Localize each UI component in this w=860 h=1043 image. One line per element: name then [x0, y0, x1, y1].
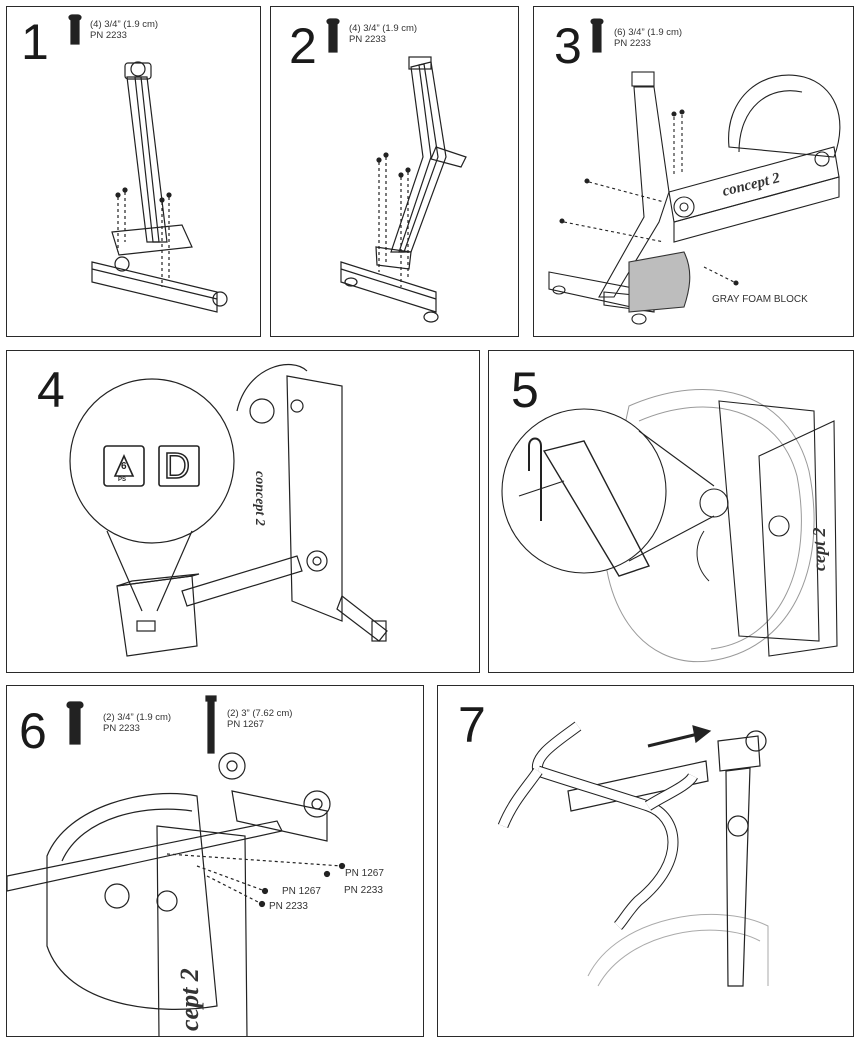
- part-callout: PN 1267: [282, 886, 321, 897]
- part-callout: PN 1267: [345, 868, 384, 879]
- fastener-part-number: PN 1267: [227, 719, 264, 730]
- step-number: 2: [289, 18, 317, 74]
- fastener-part-number: PN 2233: [103, 723, 140, 734]
- step-7-illustration: [497, 721, 769, 987]
- bolt-short-icon: [590, 18, 604, 53]
- step-2-panel: 2 (4) 3/4” (1.9 cm) PN 2233: [270, 6, 519, 337]
- step-1-panel: 1 (4) 3/4” (1.9 cm) PN 2233: [6, 6, 261, 337]
- foam-block-callout: GRAY FOAM BLOCK: [712, 294, 808, 305]
- recycle-icon: [103, 445, 145, 487]
- brand-logo: cept 2: [175, 968, 204, 1031]
- bolt-short-icon: [326, 18, 340, 53]
- letter-symbol: D: [163, 444, 191, 487]
- fastener-size: (4) 3/4” (1.9 cm): [349, 23, 418, 34]
- step-number: 4: [37, 362, 65, 418]
- fastener-size: (6) 3/4” (1.9 cm): [614, 27, 683, 38]
- part-callout: PN 2233: [269, 901, 308, 912]
- fastener-part-number: PN 2233: [614, 38, 651, 49]
- step-3-illustration: [548, 18, 841, 325]
- step-5-panel: 5 cept 2: [488, 350, 854, 673]
- arrow-right-icon: [647, 725, 712, 748]
- step-6-panel: 6 (2) 3/4” (1.9 cm) PN 2233 (2) 3” (7.62…: [6, 685, 424, 1037]
- step-5-illustration: [501, 388, 838, 663]
- step-7-panel: 7: [437, 685, 854, 1037]
- fastener-part-number: PN 2233: [90, 30, 127, 41]
- step-number: 5: [511, 362, 539, 418]
- fastener-size: (2) 3” (7.62 cm): [227, 708, 293, 719]
- step-number: 6: [19, 703, 47, 759]
- step-4-panel: 4 6 PS D concept 2: [6, 350, 480, 673]
- bolt-short-icon: [66, 701, 84, 745]
- fastener-part-number: PN 2233: [349, 34, 386, 45]
- recycle-code: 6: [121, 461, 127, 472]
- step-number: 7: [458, 697, 486, 753]
- step-number: 1: [21, 14, 49, 70]
- step-2-illustration: [326, 18, 467, 323]
- brand-logo: concept 2: [252, 471, 267, 526]
- step-4-illustration: [69, 363, 388, 657]
- step-1-illustration: [68, 14, 228, 313]
- step-6-illustration: [7, 695, 346, 1036]
- fastener-size: (4) 3/4” (1.9 cm): [90, 19, 159, 30]
- step-number: 3: [554, 18, 582, 74]
- part-callout: PN 2233: [344, 885, 383, 896]
- fastener-size: (2) 3/4” (1.9 cm): [103, 712, 172, 723]
- bolt-long-icon: [205, 695, 217, 754]
- recycle-label: PS: [118, 477, 127, 483]
- step-3-panel: 3 (6) 3/4” (1.9 cm) PN 2233 concept 2 GR…: [533, 6, 854, 337]
- brand-logo: cept 2: [809, 527, 829, 571]
- bolt-short-icon: [68, 14, 82, 45]
